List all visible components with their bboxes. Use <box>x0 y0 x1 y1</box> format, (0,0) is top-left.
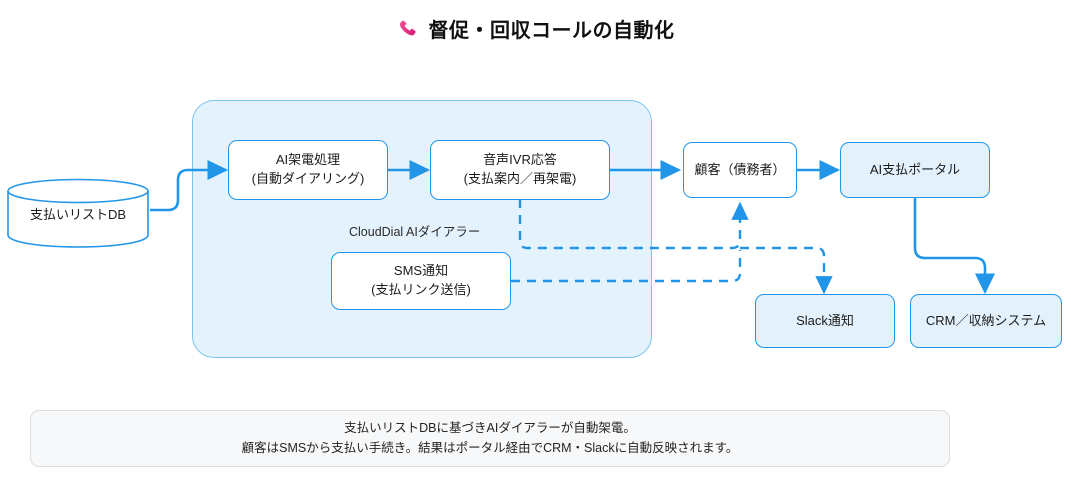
datastore-payment-list-db: 支払いリストDB <box>6 178 150 248</box>
node-crm-collection-system[interactable]: CRM／収納システム <box>910 294 1062 348</box>
edge-ivr-to-customer-dashed <box>518 199 749 250</box>
footer-note-line-2: 顧客はSMSから支払い手続き。結果はポータル経由でCRM・Slackに自動反映さ… <box>241 440 739 455</box>
page-title: 督促・回収コールの自動化 <box>0 14 1071 43</box>
node-voice-ivr-response-label: 音声IVR応答 (支払案内／再架電) <box>463 152 577 186</box>
node-ai-payment-portal[interactable]: AI支払ポータル <box>840 142 990 198</box>
node-ai-payment-portal-label: AI支払ポータル <box>869 161 961 177</box>
edge-db-to-ai-dial <box>150 159 229 212</box>
node-sms-notification[interactable]: SMS通知 (支払リンク送信) <box>331 252 511 310</box>
node-customer-debtor-label: 顧客（債務者） <box>694 161 786 177</box>
edge-sms-to-customer-dashed <box>511 250 742 283</box>
edge-portal-to-crm <box>913 198 996 295</box>
page-title-text: 督促・回収コールの自動化 <box>428 20 675 42</box>
group-label-cloud-dial-ai-dialer: CloudDial AIダイアラー <box>349 225 481 239</box>
footer-note: 支払いリストDBに基づきAIダイアラーが自動架電。 顧客はSMSから支払い手続き… <box>30 410 950 467</box>
node-voice-ivr-response[interactable]: 音声IVR応答 (支払案内／再架電) <box>430 140 610 200</box>
node-slack-notification-label: Slack通知 <box>796 312 854 328</box>
phone-icon <box>397 18 419 40</box>
cylinder-shape <box>7 178 149 248</box>
edge-ivr-to-slack-dashed <box>740 246 833 295</box>
node-customer-debtor[interactable]: 顧客（債務者） <box>683 142 797 198</box>
node-sms-notification-label: SMS通知 (支払リンク送信) <box>371 263 471 297</box>
node-crm-collection-system-label: CRM／収納システム <box>925 312 1047 328</box>
footer-note-line-1: 支払いリストDBに基づきAIダイアラーが自動架電。 <box>344 421 636 436</box>
node-ai-dial-processing-label: AI架電処理 (自動ダイアリング) <box>251 152 365 186</box>
node-slack-notification[interactable]: Slack通知 <box>755 294 895 348</box>
node-ai-dial-processing[interactable]: AI架電処理 (自動ダイアリング) <box>228 140 388 200</box>
